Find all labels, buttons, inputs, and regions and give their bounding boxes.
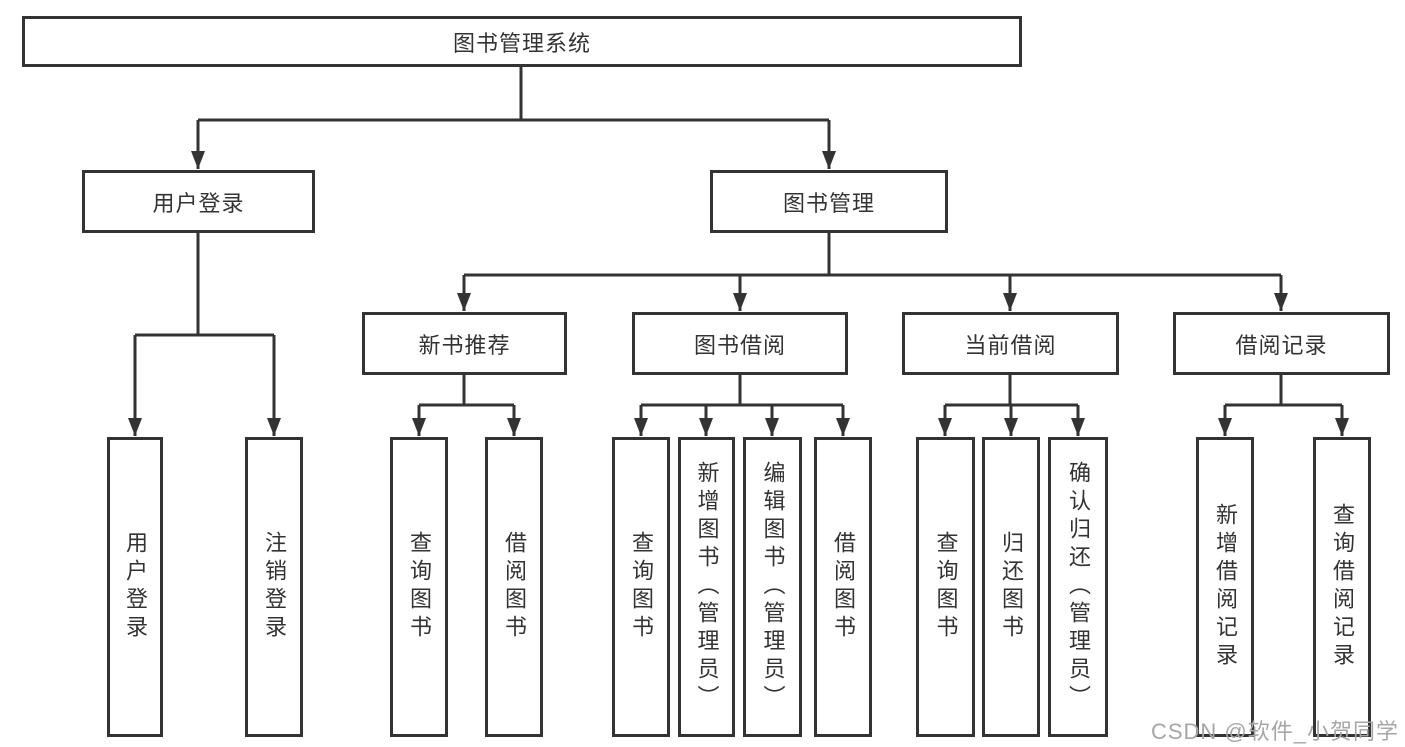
node-user-login: 用户登录 bbox=[82, 170, 315, 233]
leaf-query-books-borrowing: 查询图书 bbox=[612, 437, 670, 737]
node-book-management: 图书管理 bbox=[710, 170, 948, 233]
leaf-borrow-books-recommendation: 借阅图书 bbox=[485, 437, 543, 737]
watermark: CSDN @软件_小贺同学 bbox=[1150, 719, 1399, 744]
node-book-borrowing: 图书借阅 bbox=[632, 312, 848, 375]
node-current-borrowing: 当前借阅 bbox=[902, 312, 1119, 375]
leaf-query-borrow-record: 查询借阅记录 bbox=[1313, 437, 1371, 737]
leaf-query-books-current: 查询图书 bbox=[916, 437, 975, 737]
leaf-borrow-books: 借阅图书 bbox=[814, 437, 872, 737]
leaf-edit-books-admin: 编辑图书（管理员） bbox=[743, 437, 802, 737]
node-root: 图书管理系统 bbox=[22, 16, 1022, 67]
leaf-add-books-admin: 新增图书（管理员） bbox=[678, 437, 735, 737]
leaf-add-borrow-record: 新增借阅记录 bbox=[1196, 437, 1254, 737]
leaf-user-login: 用户登录 bbox=[107, 437, 163, 737]
leaf-return-books: 归还图书 bbox=[982, 437, 1040, 737]
leaf-confirm-return-admin: 确认归还（管理员） bbox=[1048, 437, 1108, 737]
node-borrowing-records: 借阅记录 bbox=[1173, 312, 1390, 375]
leaf-query-books-recommendation: 查询图书 bbox=[390, 437, 448, 737]
leaf-logout: 注销登录 bbox=[245, 437, 303, 737]
node-new-book-recommendation: 新书推荐 bbox=[362, 312, 567, 375]
